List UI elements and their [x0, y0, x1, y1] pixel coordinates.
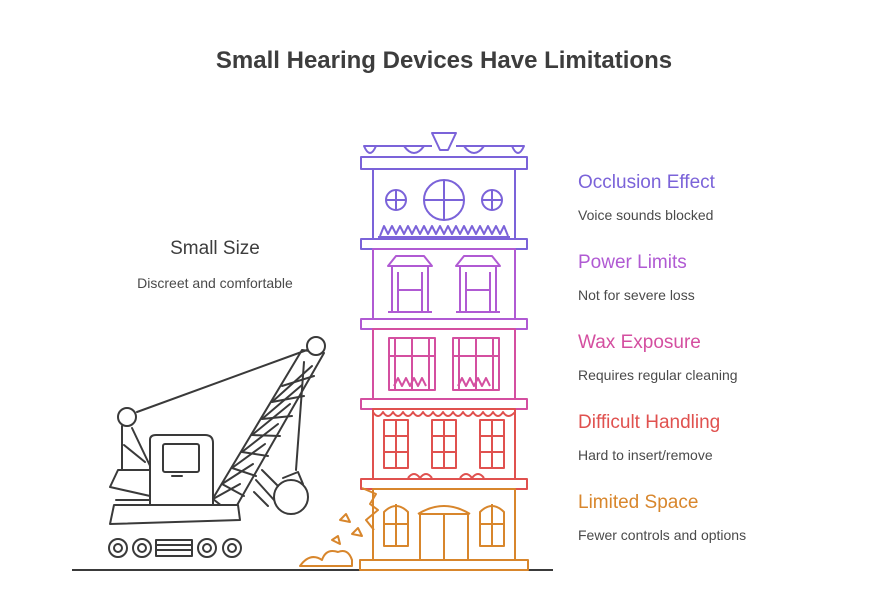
small-size-description: Discreet and comfortable — [137, 275, 293, 291]
limited-space-description: Fewer controls and options — [578, 527, 747, 543]
occlusion-effect-description: Voice sounds blocked — [578, 207, 714, 223]
page-title: Small Hearing Devices Have Limitations — [215, 47, 673, 74]
difficult-handling-title: Difficult Handling — [578, 412, 721, 433]
building-icon — [299, 132, 529, 571]
wax-exposure-description: Requires regular cleaning — [578, 367, 738, 383]
wax-exposure-title: Wax Exposure — [578, 332, 701, 353]
small-size-title: Small Size — [170, 238, 260, 259]
difficult-handling-description: Hard to insert/remove — [578, 447, 713, 463]
crane-icon — [108, 336, 326, 558]
limited-space-title: Limited Space — [578, 492, 699, 513]
power-limits-description: Not for severe loss — [578, 287, 695, 303]
power-limits-title: Power Limits — [578, 252, 687, 273]
occlusion-effect-title: Occlusion Effect — [578, 172, 715, 193]
